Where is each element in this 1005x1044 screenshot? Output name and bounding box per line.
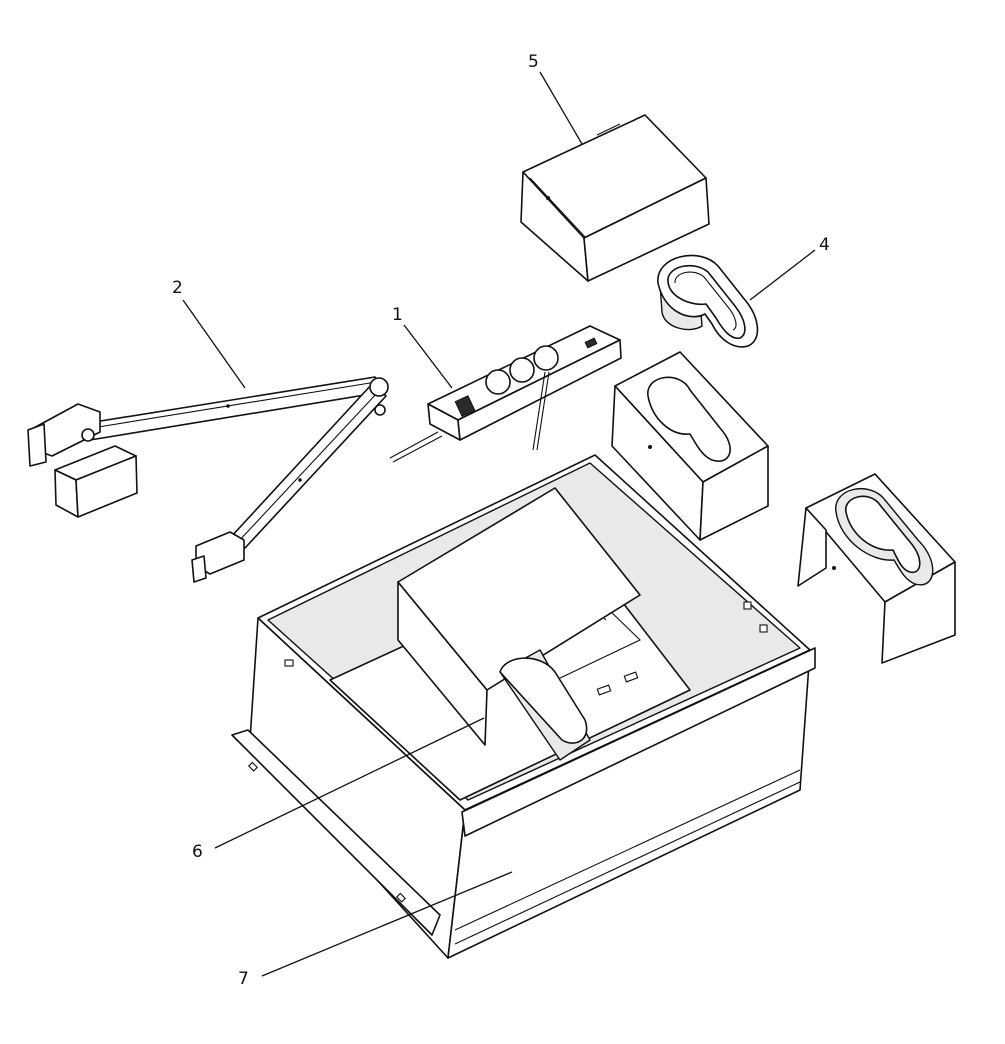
power-strip-usb	[584, 337, 598, 349]
callout-labels: 5 4 2 1 6 7	[172, 52, 830, 989]
leader-7	[261, 871, 513, 977]
tray-slot	[284, 659, 294, 667]
part-5-cover-box	[520, 114, 710, 282]
part-2-folding-arm	[27, 376, 389, 583]
tray-slot	[623, 671, 639, 683]
power-strip-cord	[389, 431, 439, 459]
divider-top	[397, 487, 641, 691]
power-strip-plug-cord	[532, 371, 546, 451]
leader-4	[749, 249, 816, 301]
power-strip-socket	[509, 357, 535, 383]
callout-7: 7	[238, 969, 249, 989]
power-strip-socket	[485, 369, 511, 395]
leader-2	[182, 299, 246, 389]
part-6-divider	[397, 487, 641, 761]
arm-block-front	[75, 455, 138, 518]
arm-left-bracket-plate	[27, 423, 47, 467]
tray-slot	[395, 892, 407, 903]
callout-1: 1	[392, 305, 403, 325]
arm-left-pivot	[81, 428, 95, 442]
power-strip-cord	[392, 435, 443, 463]
callout-2: 2	[172, 278, 183, 298]
tray-front-rib	[454, 769, 801, 931]
part-4-cup-ring	[657, 254, 759, 348]
part-1-power-strip	[389, 325, 622, 463]
callout-6: 6	[192, 842, 203, 862]
cover-box-front-face	[583, 177, 710, 282]
arm-lower-bracket-plate	[191, 555, 207, 583]
cup-holder-open-left	[797, 507, 827, 587]
cover-box-edge	[529, 177, 587, 239]
cup-holder-hole	[648, 445, 652, 449]
arm-pivot-pin	[374, 404, 386, 416]
tray-slot	[743, 601, 752, 610]
power-strip-plug-cord	[536, 371, 550, 451]
cup-ring-inner	[667, 264, 746, 340]
cup-ring-groove	[674, 271, 737, 331]
leader-5	[539, 71, 583, 145]
tray-flange	[231, 729, 441, 936]
power-strip-switch	[454, 395, 476, 417]
power-strip-socket	[533, 345, 559, 371]
part-cup-holder-open	[797, 473, 956, 664]
arm-pivot	[369, 377, 389, 397]
cup-holder-open-ring-inner	[845, 495, 921, 574]
power-strip-side	[457, 339, 622, 441]
cover-box-hole	[546, 196, 550, 200]
tray-slot	[247, 761, 259, 772]
part-cup-holder-box	[611, 351, 769, 541]
leader-lines	[182, 71, 816, 977]
cup-holder-front	[699, 445, 769, 541]
divider-ring	[499, 657, 588, 744]
cup-holder-open-hole	[832, 566, 836, 570]
tray-slot	[596, 684, 612, 696]
cup-holder-keyhole	[647, 376, 731, 462]
arm-hole	[226, 404, 230, 408]
arm-upper-bar-edge	[91, 382, 371, 429]
cover-box-top-tab	[596, 123, 621, 136]
callout-4: 4	[819, 235, 830, 255]
callout-5: 5	[528, 52, 539, 72]
tray-front-lip	[461, 647, 816, 837]
arm-hole	[298, 478, 302, 482]
leader-6	[214, 717, 485, 849]
leader-1	[403, 324, 453, 389]
tray-slot	[759, 624, 768, 633]
arm-lower-bar-edge	[236, 391, 379, 544]
tray-front-rib	[454, 781, 801, 945]
